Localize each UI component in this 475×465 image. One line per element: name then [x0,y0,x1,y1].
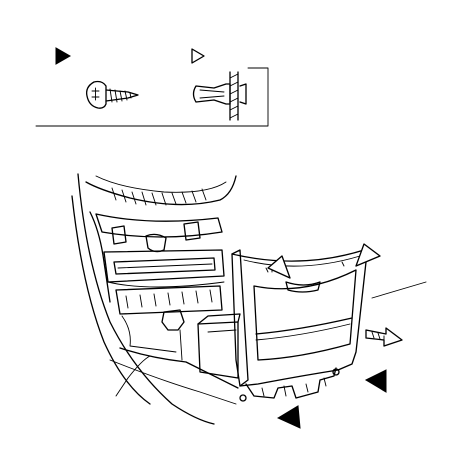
panel-shelf-edge [255,323,351,341]
panel-top-lip [243,255,361,267]
legend-open-triangle-marker [191,48,205,64]
dash-top-edge-2 [95,175,227,193]
clip-icon [192,71,247,121]
dash-lower-sweep [77,173,215,425]
center-stack-upper [95,213,223,238]
stack-lower-clip [161,309,185,331]
leader-line-right [371,281,427,299]
climate-control-block [115,285,223,315]
panel-bottom-tabs [261,377,327,397]
panel-screw-boss-left [239,394,247,402]
stack-lower-housing [121,315,183,361]
callout-solid-triangle-2 [276,405,301,429]
control-knob-right [183,221,201,241]
legend-solid-triangle-marker [55,47,72,65]
callout-open-triangle-1 [267,255,291,279]
panel-handle-slot [285,281,321,293]
callout-solid-triangle-1 [364,369,387,393]
dashboard-assembly [71,173,241,425]
leader-line-left [115,355,151,397]
panel-side-left [231,249,249,387]
storage-pocket [197,313,241,379]
legend [35,47,269,127]
panel-opening [253,269,357,361]
vent-grille [111,187,207,206]
radio-unit [103,249,225,288]
callouts [267,243,427,429]
panel-shelf [255,317,353,335]
dash-top-edge [85,175,237,206]
console-panel [231,249,367,402]
control-knob-mid [145,233,167,253]
panel-screw-boss-right [332,368,340,376]
legend-frame [35,67,269,127]
console-floor-left [119,347,239,389]
removal-arrow-icon [365,327,403,347]
panel-bottom-bracket [245,367,337,399]
panel-bezel-outer [231,249,367,387]
dash-inner-sweep [71,195,151,405]
control-knob-left [111,225,127,245]
callout-open-triangle-2 [355,243,381,267]
screw-icon [86,80,139,109]
console-floor-rear [109,359,237,405]
center-stack-left [89,211,111,303]
